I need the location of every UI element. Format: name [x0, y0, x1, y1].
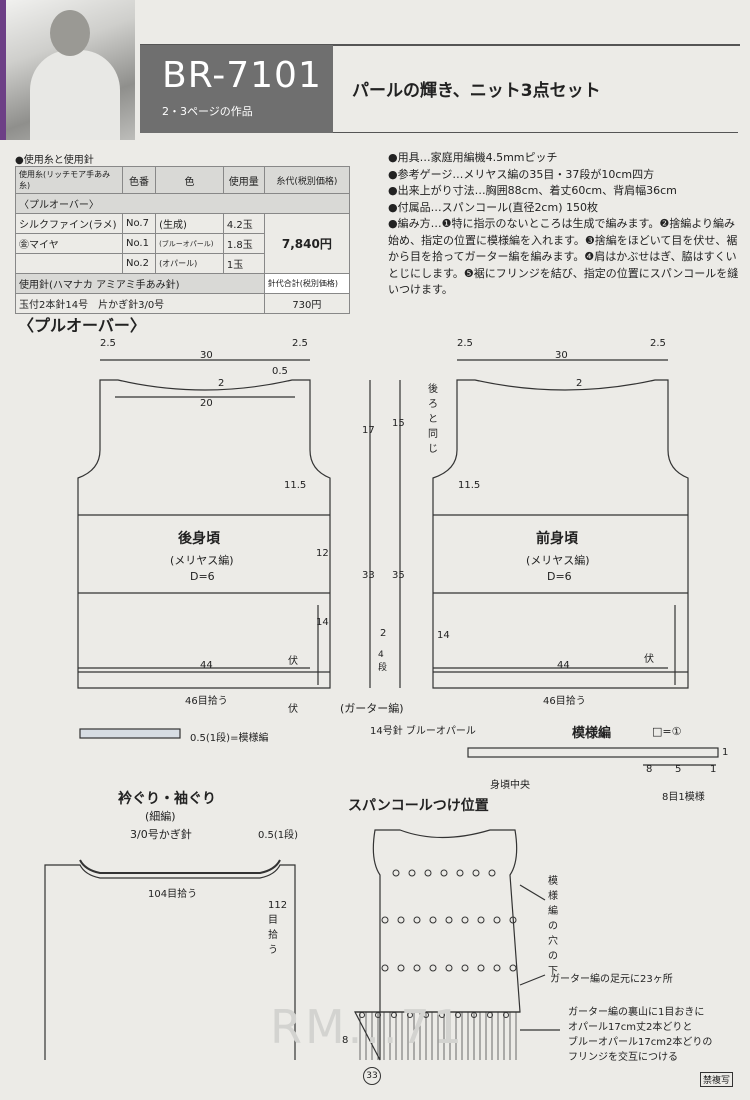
instruction-line: ●出来上がり寸法…胸囲88cm、着丈60cm、背肩幅36cm — [388, 184, 677, 197]
needle-header: 使用針(ハマナカ アミアミ手あみ針) — [15, 273, 265, 294]
copyright-mark: 禁複写 — [700, 1072, 734, 1087]
sequin-note-3b: オパール17cm丈2本どりと — [568, 1022, 693, 1033]
col-num: 色番 — [121, 166, 157, 194]
dim-15: 15 — [392, 418, 405, 429]
front-stitch: (メリヤス編) — [526, 554, 590, 567]
front-dim-shoulder-l: 2.5 — [457, 338, 473, 349]
pattern-row: 1 — [722, 747, 729, 758]
back-dim-side-low: 14 — [316, 617, 329, 628]
sequin-note-3a: ガーター編の裏山に1目おきに — [568, 1007, 705, 1018]
dim-17: 17 — [362, 425, 375, 436]
neck-stitch: (細編) — [145, 810, 176, 823]
front-same-note: 後ろと同じ — [428, 384, 438, 455]
needle-price: 730円 — [263, 293, 351, 314]
yarn-num: No.2 — [121, 253, 157, 274]
materials-block: ●使用糸と使用針 使用糸(リッチモア手あみ糸) 色番 色 使用量 糸代(税別価格… — [15, 151, 351, 314]
sequin-note-2: ガーター編の足元に23ヶ所 — [550, 974, 673, 985]
front-pick-up: 46目拾う — [543, 696, 586, 707]
front-dim-neck-depth: 2 — [576, 378, 583, 389]
col-price: 糸代(税別価格) — [263, 166, 351, 194]
sequin-title: スパンコールつけ位置 — [348, 798, 489, 814]
front-dim-side-low: 14 — [437, 630, 450, 641]
pattern-center: 身頃中央 — [490, 780, 530, 791]
back-dim-shoulder-l: 2.5 — [100, 338, 116, 349]
pattern-num-5: 5 — [675, 764, 682, 775]
back-cast-off-2: 伏 — [288, 704, 298, 715]
dim-rows: 4段 — [378, 650, 388, 673]
back-title: 後身頃 — [178, 531, 220, 547]
back-dim-neck-depth: 2 — [218, 378, 225, 389]
section-label: 〈プルオーバー〉 — [15, 193, 350, 214]
front-d: D=6 — [547, 570, 572, 583]
page-number: 33 — [363, 1067, 381, 1085]
instructions: ●用具…家庭用編機4.5mmピッチ ●参考ゲージ…メリヤス編の35目・37段が1… — [388, 150, 740, 299]
back-dim-armhole: 11.5 — [284, 480, 307, 491]
sequin-note-3c: ブルーオパール17cm2本どりの — [568, 1037, 713, 1048]
fringe-length: 8 — [342, 1035, 349, 1046]
back-pick-up: 46目拾う — [185, 696, 228, 707]
sequin-note-3d: フリンジを交互につける — [568, 1052, 678, 1063]
title-rule — [333, 132, 738, 133]
front-dim-width: 44 — [557, 660, 570, 671]
pattern-repeat: 8目1模様 — [662, 792, 705, 803]
pattern-num-8: 8 — [646, 764, 653, 775]
section-title: 〈プルオーバー〉 — [18, 316, 146, 335]
front-dim-armhole: 11.5 — [458, 480, 481, 491]
instruction-line: ●付属品…スパンコール(直径2cm) 150枚 — [388, 200, 598, 214]
back-d: D=6 — [190, 570, 215, 583]
code-box: BR-7101 2・3ページの作品 — [140, 45, 333, 133]
yarn-num: No.7 — [121, 213, 157, 234]
garter-label: (ガーター編) — [340, 702, 404, 715]
dim-2: 2 — [380, 628, 387, 639]
back-dim-side-mid: 12 — [316, 548, 329, 559]
pattern-pages: 2・3ページの作品 — [162, 105, 253, 118]
col-yarn: 使用糸(リッチモア手あみ糸) — [15, 166, 123, 194]
neck-hook: 3/0号かぎ針 — [130, 828, 192, 841]
instruction-line: ●編み方…❶特に指示のないところは生成で編みます。❷捨編より編み始め、指定の位置… — [388, 217, 739, 296]
dim-33: 33 — [362, 570, 375, 581]
back-dim-neck-bottom: 20 — [200, 398, 213, 409]
neck-pick: 104目拾う — [148, 889, 198, 900]
materials-heading: ●使用糸と使用針 — [15, 155, 94, 166]
arm-pick: 112目拾う — [268, 900, 288, 956]
page-edge-marker — [0, 0, 6, 140]
back-stitch: (メリヤス編) — [170, 554, 234, 567]
back-dim-neck: 30 — [200, 350, 213, 361]
pattern-key: □=① — [652, 725, 682, 738]
pattern-title: 模様編 — [572, 726, 612, 741]
watermark: RM...71 — [270, 1000, 466, 1054]
front-dim-neck: 30 — [555, 350, 568, 361]
needle-price-header: 針代合計(税別価格) — [263, 273, 351, 294]
front-dim-shoulder-r: 2.5 — [650, 338, 666, 349]
front-title: 前身頃 — [536, 531, 578, 547]
model-photo — [0, 0, 135, 140]
instruction-line: ●参考ゲージ…メリヤス編の35目・37段が10cm四方 — [388, 167, 655, 181]
back-dim-width: 44 — [200, 660, 213, 671]
page-title: パールの輝き、ニット3点セット — [352, 81, 601, 101]
yarn-price: 7,840円 — [263, 213, 351, 274]
back-cast-off: 伏 — [288, 656, 298, 667]
header-rule — [140, 44, 740, 46]
garter-needle: 14号針 ブルーオパール — [370, 726, 476, 737]
neck-title: 衿ぐり・袖ぐり — [118, 791, 216, 807]
back-dim-edge: 0.5 — [272, 366, 288, 377]
instruction-line: ●用具…家庭用編機4.5mmピッチ — [388, 151, 558, 164]
front-cast-off: 伏 — [644, 654, 654, 665]
neck-edge: 0.5(1段) — [258, 830, 299, 841]
back-dim-shoulder-r: 2.5 — [292, 338, 308, 349]
materials-table: 使用糸(リッチモア手あみ糸) 色番 色 使用量 糸代(税別価格) 〈プルオーバー… — [15, 166, 351, 314]
sequin-note-1: 模様編の穴の下 — [548, 876, 558, 977]
pattern-code: BR-7101 — [162, 55, 322, 96]
dim-35: 35 — [392, 570, 405, 581]
legend-bar-label: 0.5(1段)=模様編 — [190, 733, 269, 744]
col-color: 色 — [155, 166, 224, 194]
pattern-num-1: 1 — [710, 764, 717, 775]
